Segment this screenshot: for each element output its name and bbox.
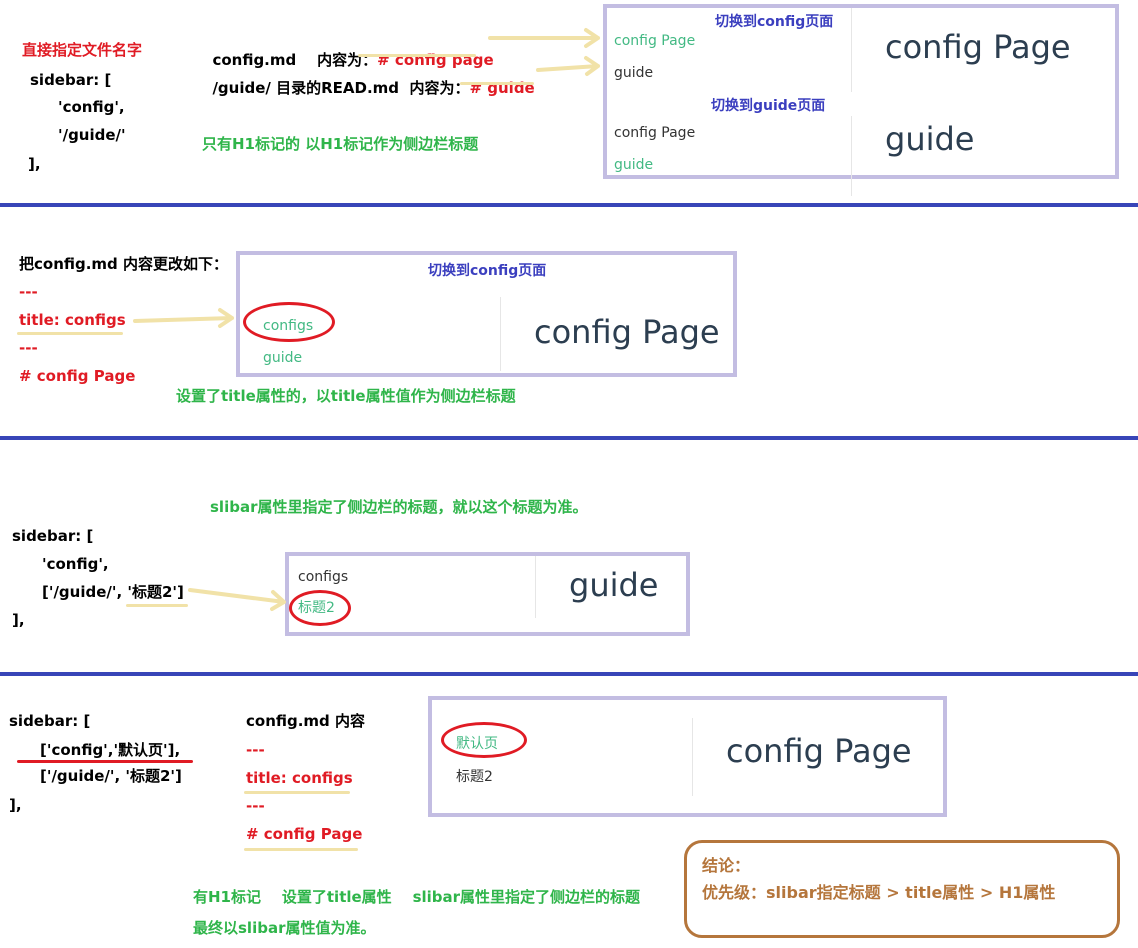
s4-note-2: 最终以slibar属性值为准。 (193, 919, 376, 937)
s2-highlight-circle (243, 302, 335, 342)
s4-dash-1: --- (246, 741, 265, 759)
s1-preview-panel: 切换到config页面 config Page guide config Pag… (603, 4, 1119, 196)
section-divider-2 (0, 436, 1138, 440)
s1-md-prefix-2: /guide/ 目录的READ.md 内容为： (212, 79, 470, 97)
s4-code-line-4: ], (9, 796, 22, 814)
arrow-4 (188, 588, 286, 611)
s3-preview-panel: configs 标题2 guide (285, 552, 690, 636)
section-divider-3 (0, 672, 1138, 676)
s3-code-line-1: sidebar: [ (12, 527, 94, 545)
s1-code-line-4: ], (28, 155, 41, 173)
s4-code-line-3: ['/guide/', '标题2'] (40, 767, 182, 785)
s2-sidebar-item-2[interactable]: guide (263, 350, 303, 366)
s3-note: slibar属性里指定了侧边栏的标题，就以这个标题为准。 (210, 498, 588, 516)
s2-dash-2: --- (19, 339, 38, 357)
s4-sidebar-item-2[interactable]: 标题2 (456, 769, 493, 785)
arrow-3 (133, 308, 234, 328)
s4-code-line-1: sidebar: [ (9, 712, 91, 730)
s3-divider (535, 556, 536, 618)
s4-note-1: 有H1标记 设置了title属性 slibar属性里指定了侧边栏的标题 (193, 888, 641, 906)
s2-title-line: title: configs (19, 311, 126, 329)
s2-h1-line: # config Page (19, 367, 136, 385)
s2-dash-1: --- (19, 283, 38, 301)
section-divider-1 (0, 203, 1138, 207)
s1-highlight-2 (460, 82, 534, 85)
s4-h1-line: # config Page (246, 825, 363, 843)
s4-code-line-2: ['config','默认页'], (40, 741, 181, 759)
conclusion-text: 优先级：slibar指定标题 > title属性 > H1属性 (702, 883, 1056, 902)
s2-heading: config Page (534, 313, 720, 351)
s1-bottom-divider (851, 116, 852, 196)
s1-top-sidebar-item-2[interactable]: guide (614, 65, 654, 81)
s1-code-line-1: sidebar: [ (30, 71, 112, 89)
s2-intro: 把config.md 内容更改如下： (19, 255, 229, 273)
s1-bottom-sidebar-item-1[interactable]: config Page (614, 125, 696, 141)
conclusion-box: 结论： 优先级：slibar指定标题 > title属性 > H1属性 (684, 840, 1120, 938)
conclusion-title: 结论： (702, 856, 751, 875)
s3-code-line-2: 'config', (42, 555, 109, 573)
s3-sidebar-item-1[interactable]: configs (298, 569, 349, 585)
s1-bottom-heading: guide (885, 120, 975, 158)
s1-top-divider (851, 8, 852, 92)
s1-label: 直接指定文件名字 (22, 41, 143, 59)
s1-note: 只有H1标记的 以H1标记作为侧边栏标题 (202, 135, 479, 153)
arrow-2 (536, 56, 600, 76)
s4-title-line: title: configs (246, 769, 353, 787)
s4-highlight-circle (441, 722, 527, 758)
s2-note: 设置了title属性的，以title属性值作为侧边栏标题 (176, 387, 516, 405)
s4-highlight-1 (244, 791, 350, 794)
s3-code-line-3: ['/guide/', '标题2'] (42, 583, 184, 601)
s4-highlight-2 (244, 848, 358, 851)
arrow-1 (488, 28, 600, 48)
s3-highlight (126, 604, 188, 607)
s3-code-line-4: ], (12, 611, 25, 629)
s4-preview-panel: 默认页 标题2 config Page (428, 696, 947, 817)
s1-code-line-3: '/guide/' (58, 126, 126, 144)
s4-code-underline (17, 760, 193, 763)
s3-heading: guide (569, 566, 659, 604)
s1-code-line-2: 'config', (58, 98, 125, 116)
s1-bottom-sidebar-item-2[interactable]: guide (614, 157, 654, 173)
s1-top-sidebar-item-1[interactable]: config Page (614, 33, 696, 49)
s4-divider (692, 718, 693, 796)
s2-highlight (17, 332, 123, 335)
s1-highlight-1 (358, 54, 476, 57)
s2-divider (500, 297, 501, 371)
s1-bottom-caption: 切换到guide页面 (711, 98, 826, 114)
s1-top-heading: config Page (885, 28, 1071, 66)
s3-highlight-circle (289, 590, 351, 626)
s1-top-caption: 切换到config页面 (715, 14, 834, 30)
s4-md-title: config.md 内容 (246, 712, 366, 730)
s4-heading: config Page (726, 732, 912, 770)
s2-caption: 切换到config页面 (428, 263, 547, 279)
s4-dash-2: --- (246, 797, 265, 815)
